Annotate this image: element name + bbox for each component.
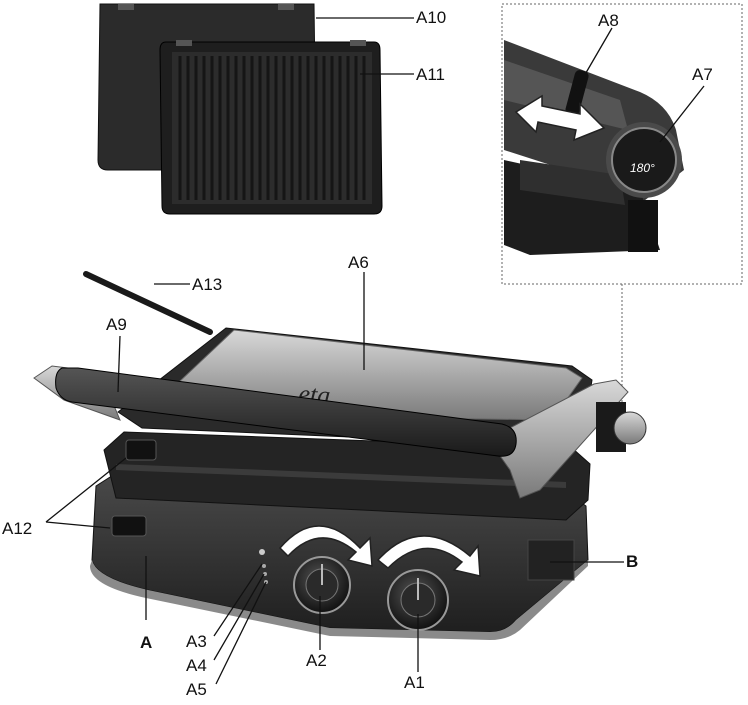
label-a6: A6 <box>348 253 369 272</box>
label-a12: A12 <box>2 519 33 538</box>
label-a10: A10 <box>416 8 447 27</box>
knob-a2[interactable] <box>293 556 351 614</box>
release-button-upper[interactable] <box>125 439 157 461</box>
double-arrow-icon <box>514 94 606 142</box>
rotation-arrow-a2-icon <box>278 525 373 567</box>
label-b: B <box>626 552 639 571</box>
label-a8: A8 <box>598 11 619 30</box>
hinge <box>596 402 647 452</box>
label-a4: A4 <box>186 656 207 675</box>
angle-marking: 180° <box>630 161 655 175</box>
label-a3: A3 <box>186 632 207 651</box>
release-button-lower[interactable] <box>111 515 147 537</box>
label-a1: A1 <box>404 673 425 692</box>
indicator-lights <box>259 549 268 584</box>
label-a5: A5 <box>186 680 207 699</box>
label-a2: A2 <box>306 651 327 670</box>
handle[interactable] <box>33 365 629 499</box>
angle-dial: 180° <box>606 122 682 198</box>
rotation-arrow-a1-icon <box>376 535 481 577</box>
leader-lines <box>45 17 705 685</box>
lower-housing <box>103 431 591 521</box>
label-a11: A11 <box>416 65 445 84</box>
label-a13: A13 <box>192 275 223 294</box>
label-a7: A7 <box>692 65 713 84</box>
label-a: A <box>140 633 153 652</box>
ribbed-plate <box>159 40 383 215</box>
label-a9: A9 <box>106 315 127 334</box>
power-cord <box>83 271 213 335</box>
